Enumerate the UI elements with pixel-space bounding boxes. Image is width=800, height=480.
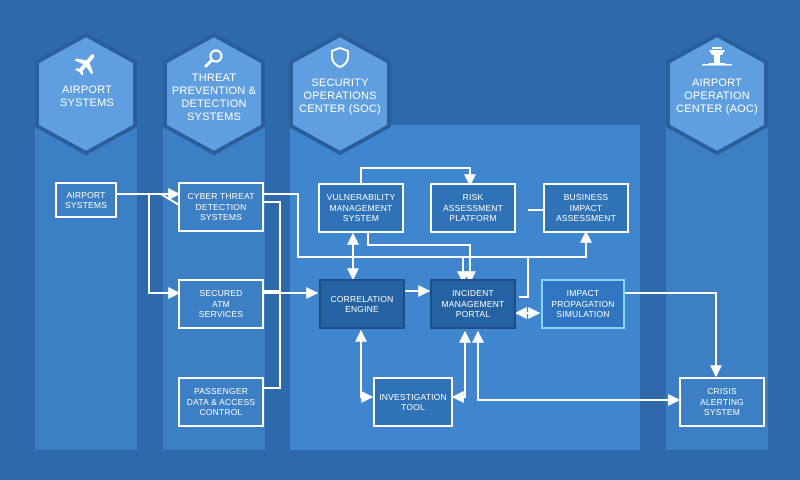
node-impact-propagation[interactable]: IMPACT PROPAGATION SIMULATION <box>541 279 625 329</box>
node-cyber-threat[interactable]: CYBER THREAT DETECTION SYSTEMS <box>178 182 264 232</box>
node-passenger-data[interactable]: PASSENGER DATA & ACCESS CONTROL <box>178 377 264 427</box>
connector-cyber-bus <box>264 201 281 389</box>
node-incident[interactable]: INCIDENT MANAGEMENT PORTAL <box>430 279 516 329</box>
node-crisis[interactable]: CRISIS ALERTING SYSTEM <box>679 377 765 427</box>
connector-airport-to-atm <box>148 194 181 299</box>
header-threat-prevention: THREAT PREVENTION & DETECTION SYSTEMS <box>171 72 257 123</box>
search-icon <box>204 49 223 68</box>
connector-cyber-branch <box>160 193 180 206</box>
airplane-icon <box>74 54 95 76</box>
connector-correlation-investigation <box>355 329 374 403</box>
hexagon-aoc <box>666 32 768 156</box>
header-airport-systems: AIRPORT SYSTEMS <box>60 84 114 109</box>
node-investigation[interactable]: INVESTIGATION TOOL <box>373 377 453 427</box>
connector-impact-to-crisis <box>625 292 722 378</box>
node-airport-systems[interactable]: AIRPORT SYSTEMS <box>55 182 117 218</box>
connector-incident-investigation <box>451 330 471 403</box>
node-business-impact[interactable]: BUSINESS IMPACT ASSESSMENT <box>543 183 629 233</box>
connector-incident-crisis <box>472 330 681 406</box>
connector-cyber-to-incident <box>264 193 469 284</box>
header-aoc: AIRPORT OPERATION CENTER (AOC) <box>676 77 758 115</box>
shield-icon <box>331 46 349 69</box>
header-soc: SECURITY OPERATIONS CENTER (SOC) <box>299 77 381 115</box>
node-vulnerability[interactable]: VULNERABILITY MANAGEMENT SYSTEM <box>318 183 404 233</box>
node-secured-atm[interactable]: SECURED ATM SERVICES <box>178 279 264 329</box>
node-risk[interactable]: RISK ASSESSMENT PLATFORM <box>430 183 516 233</box>
hexagon-soc <box>289 32 391 156</box>
hexagon-airport-systems <box>35 32 137 156</box>
connector-vuln-to-incident <box>367 232 476 284</box>
node-correlation[interactable]: CORRELATION ENGINE <box>319 279 405 329</box>
hexagon-threat-prevention <box>163 32 265 156</box>
connector-vuln-to-risk <box>360 167 476 187</box>
control-tower-icon <box>702 47 732 66</box>
